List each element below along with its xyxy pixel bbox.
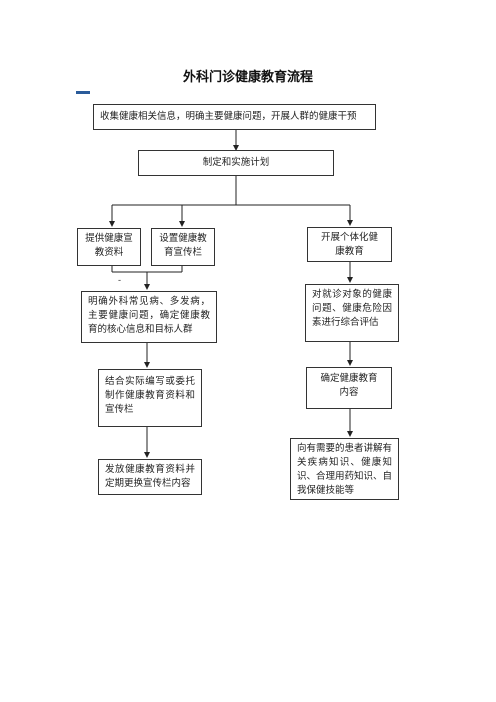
box-provide-materials-text: 提供健康宣教资料: [85, 233, 133, 258]
header-mark: [76, 91, 90, 94]
box-collect-info-text: 收集健康相关信息，明确主要健康问题，开展人群的健康干预: [100, 111, 357, 122]
box-individual-education-text: 开展个体化健康教育: [320, 232, 378, 257]
page-title: 外科门诊健康教育流程: [182, 70, 313, 85]
box-distribute-text: 发放健康教育资料并定期更换宣传栏内容: [105, 464, 195, 489]
dash-mark: -: [118, 276, 122, 286]
box-plan: 制定和实施计划: [138, 150, 334, 176]
box-collect-info: 收集健康相关信息，明确主要健康问题，开展人群的健康干预: [93, 104, 376, 130]
box-provide-materials: 提供健康宣教资料: [77, 228, 141, 266]
box-assess-text: 对就诊对象的健康问题、健康危险因素进行综合评估: [312, 289, 392, 328]
box-identify-problems-text: 明确外科常见病、多发病，主要健康问题，确定健康教育的核心信息和目标人群: [88, 296, 210, 335]
box-determine-content-text: 确定健康教育内容: [320, 373, 378, 398]
box-individual-education: 开展个体化健康教育: [307, 227, 392, 262]
box-set-board-text: 设置健康教育宣传栏: [159, 233, 207, 258]
box-compile-materials: 结合实际编写或委托制作健康教育资料和宣传栏: [98, 369, 202, 427]
box-set-board: 设置健康教育宣传栏: [151, 228, 215, 266]
box-explain-knowledge: 向有需要的患者讲解有关疾病知识、健康知识、合理用药知识、自我保健技能等: [290, 438, 399, 500]
box-determine-content: 确定健康教育内容: [306, 367, 392, 409]
box-compile-materials-text: 结合实际编写或委托制作健康教育资料和宣传栏: [105, 376, 195, 415]
box-explain-knowledge-text: 向有需要的患者讲解有关疾病知识、健康知识、合理用药知识、自我保健技能等: [297, 443, 393, 496]
box-identify-problems: 明确外科常见病、多发病，主要健康问题，确定健康教育的核心信息和目标人群: [81, 291, 217, 343]
box-assess: 对就诊对象的健康问题、健康危险因素进行综合评估: [305, 284, 399, 342]
box-plan-text: 制定和实施计划: [202, 157, 270, 168]
box-distribute: 发放健康教育资料并定期更换宣传栏内容: [98, 459, 202, 495]
